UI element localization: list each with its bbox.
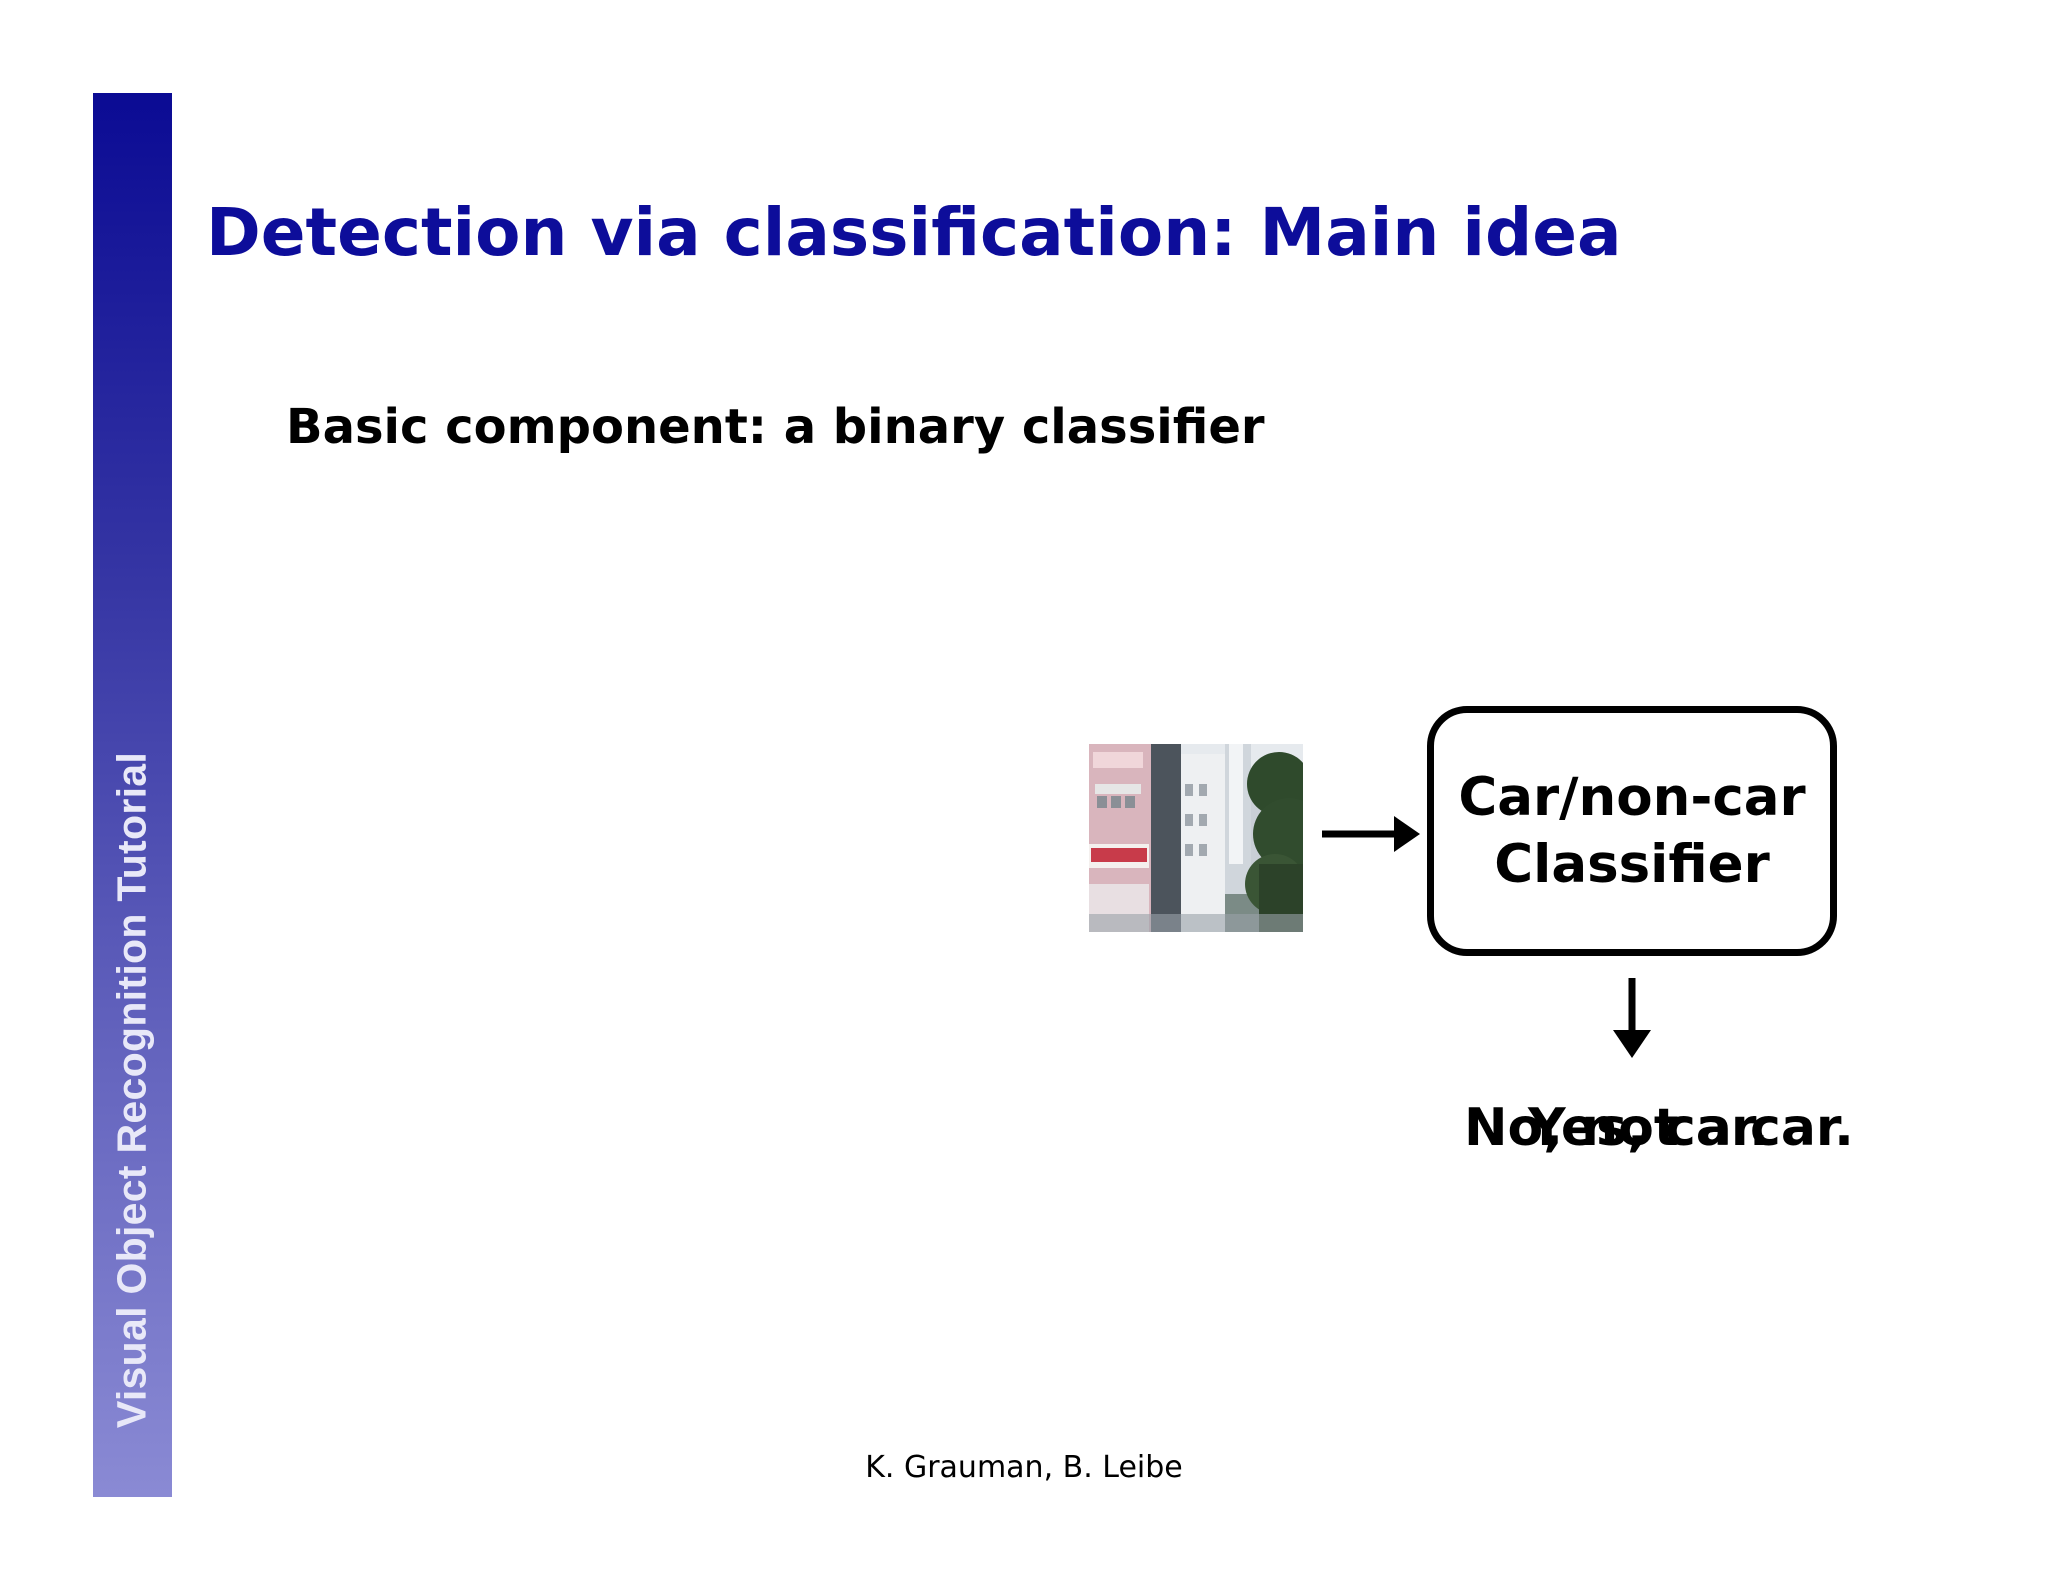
output-label-car: Yes, car. [1528,1098,1769,1158]
classifier-label-line1: Car/non-car [1458,766,1806,828]
sidebar-label: Visual Object Recognition Tutorial [108,751,155,1429]
arrow-down-icon [1613,978,1651,1058]
slide-subtitle: Basic component: a binary classifier [286,399,1265,455]
output-label-not-car: No, not a car. [1464,1098,1854,1158]
arrow-right-icon [1322,816,1420,852]
slide-title: Detection via classification: Main idea [206,194,1622,271]
footer-authors: K. Grauman, B. Leibe [865,1450,1183,1485]
sidebar-band [93,93,172,1497]
classifier-box: Car/non-car Classifier [1427,706,1837,956]
classifier-label-line2: Classifier [1494,834,1770,895]
input-image-street-scene [1089,744,1303,932]
